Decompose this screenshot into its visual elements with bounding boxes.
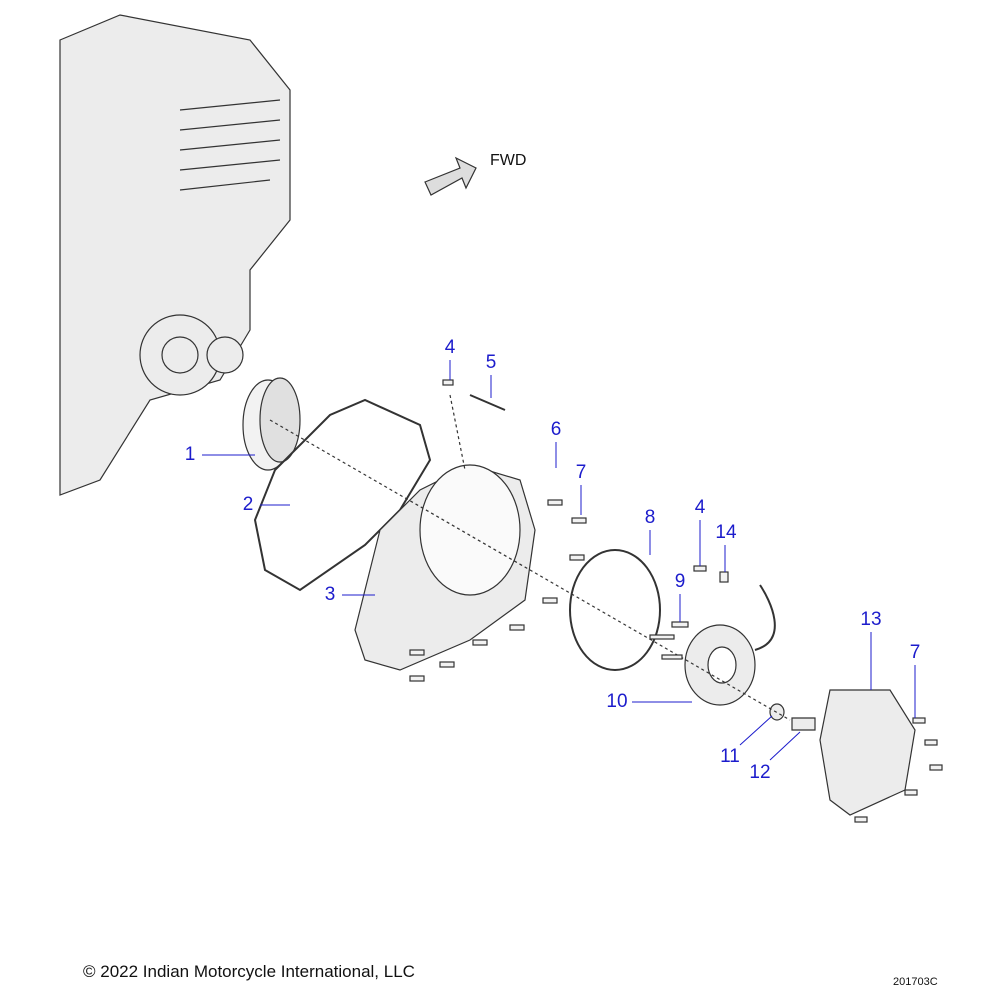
outer-cover <box>819 689 916 816</box>
callout-4: 4 <box>444 337 456 358</box>
callout-1: 1 <box>184 444 196 465</box>
callout-5: 5 <box>485 352 497 373</box>
forward-direction-label: FWD <box>490 152 527 169</box>
callout-4b: 4 <box>694 497 706 518</box>
engine-block <box>59 14 291 496</box>
bolts <box>409 379 943 823</box>
o-ring <box>569 549 661 671</box>
leader-lines <box>202 360 916 761</box>
callout-10: 10 <box>606 691 628 712</box>
gasket <box>253 398 432 592</box>
callout-12: 12 <box>749 762 771 783</box>
callout-13: 13 <box>860 609 882 630</box>
fwd-arrow-icon <box>424 156 477 196</box>
callout-11: 11 <box>720 746 740 767</box>
callout-7: 7 <box>575 462 587 483</box>
callout-8: 8 <box>644 507 656 528</box>
diagram-code: 201703C <box>893 976 938 988</box>
callout-2: 2 <box>242 494 254 515</box>
stator-bolt <box>791 717 816 731</box>
callout-3: 3 <box>324 584 336 605</box>
callout-14: 14 <box>715 522 737 543</box>
callout-9: 9 <box>674 571 686 592</box>
callout-6: 6 <box>550 419 562 440</box>
washer <box>769 703 785 721</box>
callout-7b: 7 <box>909 642 921 663</box>
copyright-notice: © 2022 Indian Motorcycle International, … <box>83 962 415 981</box>
